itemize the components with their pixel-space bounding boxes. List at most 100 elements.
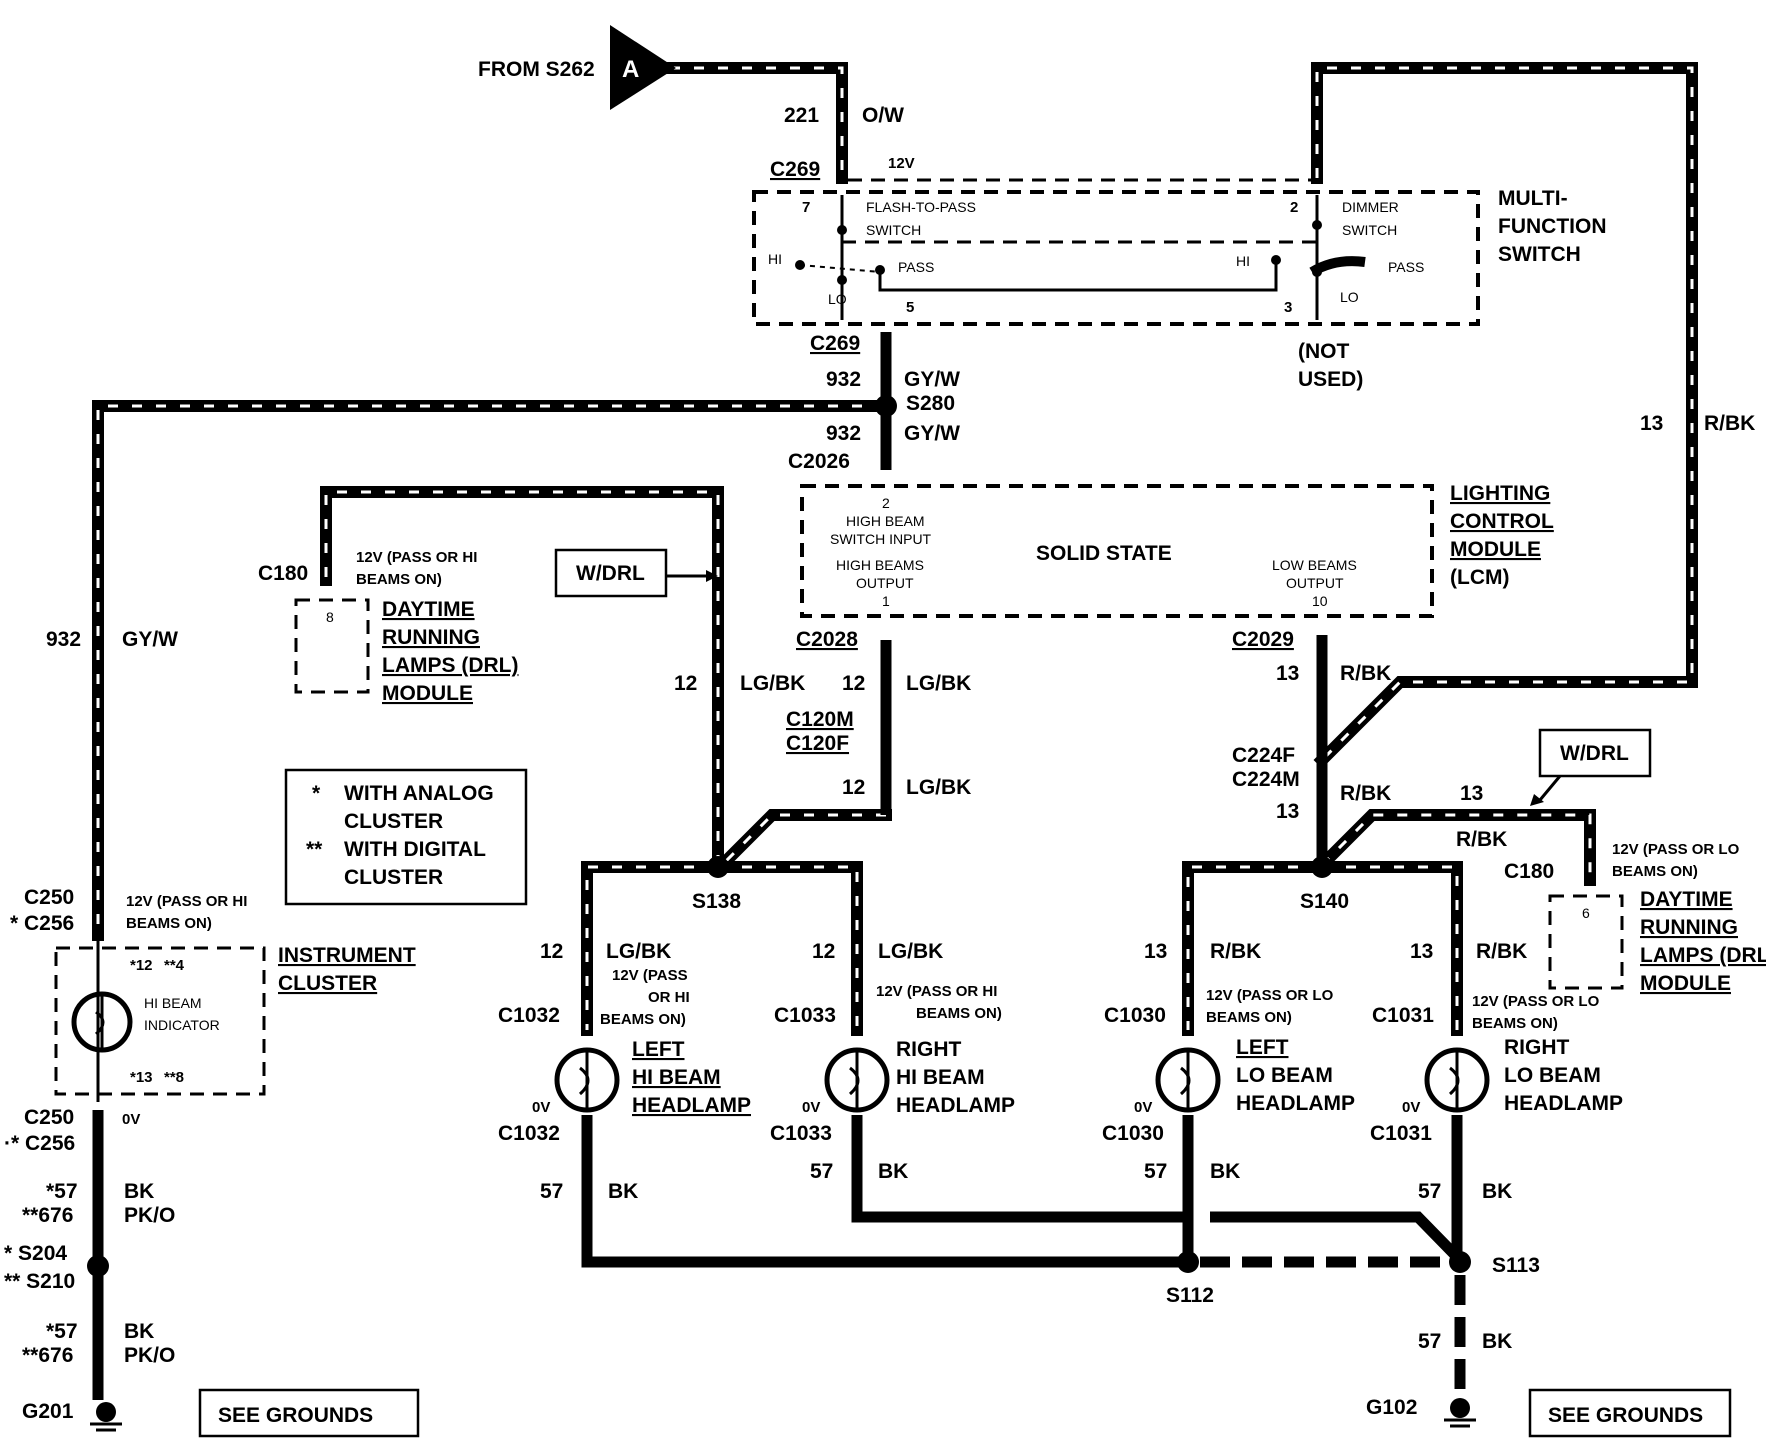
svg-text:DAYTIME: DAYTIME	[382, 598, 475, 621]
svg-text:WITH DIGITAL: WITH DIGITAL	[344, 838, 486, 861]
svg-text:HI BEAM: HI BEAM	[144, 995, 202, 1011]
svg-text:DIMMER: DIMMER	[1342, 199, 1399, 215]
svg-text:221: 221	[784, 104, 819, 127]
svg-text:2: 2	[1290, 199, 1298, 216]
svg-text:R/BK: R/BK	[1476, 940, 1527, 963]
see-grounds-right[interactable]	[1528, 1388, 1732, 1438]
svg-text:LG/BK: LG/BK	[740, 672, 805, 695]
svg-text:C120M: C120M	[786, 708, 854, 731]
svg-text:O/W: O/W	[862, 104, 904, 127]
svg-text:932: 932	[46, 628, 81, 651]
svg-text:BEAMS ON): BEAMS ON)	[356, 571, 442, 588]
svg-text:W/DRL: W/DRL	[1560, 742, 1629, 765]
svg-text:**676: **676	[22, 1204, 73, 1227]
svg-text:MODULE: MODULE	[382, 682, 473, 705]
svg-text:*: *	[312, 782, 321, 805]
ground-g201-icon	[90, 1402, 122, 1432]
svg-text:10: 10	[1312, 593, 1328, 609]
legend-box: * WITH ANALOG CLUSTER ** WITH DIGITAL CL…	[284, 768, 528, 906]
svg-text:12: 12	[812, 940, 835, 963]
svg-text:C224F: C224F	[1232, 744, 1295, 767]
svg-text:RIGHT: RIGHT	[1504, 1036, 1570, 1059]
svg-text:MODULE: MODULE	[1450, 538, 1541, 561]
svg-text:HEADLAMP: HEADLAMP	[896, 1094, 1015, 1117]
splice-s113	[1449, 1251, 1471, 1273]
svg-text:**8: **8	[164, 1069, 184, 1086]
svg-text:HI BEAM: HI BEAM	[896, 1066, 985, 1089]
svg-text:BK: BK	[878, 1160, 908, 1183]
svg-text:R/BK: R/BK	[1340, 662, 1391, 685]
svg-text:C1032: C1032	[498, 1004, 560, 1027]
svg-text:**: **	[306, 838, 323, 861]
svg-text:SOLID STATE: SOLID STATE	[1036, 542, 1172, 565]
svg-text:PK/O: PK/O	[124, 1204, 175, 1227]
svg-text:13: 13	[1410, 940, 1433, 963]
see-grounds-left[interactable]	[198, 1388, 420, 1438]
svg-text:HI: HI	[768, 251, 782, 267]
svg-text:S140: S140	[1300, 890, 1349, 913]
svg-text:PK/O: PK/O	[124, 1344, 175, 1367]
svg-text:BEAMS ON): BEAMS ON)	[600, 1011, 686, 1028]
svg-text:PASS: PASS	[1388, 259, 1424, 275]
svg-text:HI: HI	[1236, 253, 1250, 269]
ground-g102-icon	[1444, 1398, 1476, 1428]
svg-text:C120F: C120F	[786, 732, 849, 755]
svg-text:57: 57	[1418, 1180, 1441, 1203]
svg-text:C224M: C224M	[1232, 768, 1300, 791]
svg-text:0V: 0V	[802, 1099, 820, 1116]
svg-text:BK: BK	[1482, 1330, 1512, 1353]
instrument-cluster: C250 * C256 12V (PASS OR HI BEAMS ON) *1…	[4, 886, 416, 1155]
svg-text:BK: BK	[608, 1180, 638, 1203]
splice-s138	[707, 856, 729, 878]
svg-text:12: 12	[674, 672, 697, 695]
svg-text:13: 13	[1276, 662, 1299, 685]
drl-module-right: 6 C180 12V (PASS OR LO BEAMS ON) DAYTIME…	[1504, 841, 1766, 995]
svg-text:C269: C269	[770, 158, 820, 181]
svg-text:MODULE: MODULE	[1640, 972, 1731, 995]
svg-text:LG/BK: LG/BK	[906, 672, 971, 695]
drl-module-left: 8 C180 12V (PASS OR HI BEAMS ON) DAYTIME…	[258, 549, 518, 705]
svg-text:PASS: PASS	[898, 259, 934, 275]
svg-text:SEE GROUNDS: SEE GROUNDS	[1548, 1404, 1703, 1427]
svg-text:12: 12	[540, 940, 563, 963]
svg-text:C1033: C1033	[774, 1004, 836, 1027]
svg-text:LOW BEAMS: LOW BEAMS	[1272, 557, 1357, 573]
svg-text:RUNNING: RUNNING	[1640, 916, 1738, 939]
svg-text:6: 6	[1582, 905, 1590, 921]
svg-text:* S204: * S204	[4, 1242, 67, 1265]
svg-text:G102: G102	[1366, 1396, 1417, 1419]
svg-text:BK: BK	[124, 1320, 154, 1343]
svg-text:13: 13	[1640, 412, 1663, 435]
splice-s112	[1177, 1251, 1199, 1273]
svg-text:R/BK: R/BK	[1456, 828, 1507, 851]
wdrl-box-left	[554, 548, 668, 598]
svg-text:13: 13	[1460, 782, 1483, 805]
wire-12-lgbk-s138	[713, 809, 892, 874]
svg-text:1: 1	[882, 593, 890, 609]
svg-text:BEAMS ON): BEAMS ON)	[1472, 1015, 1558, 1032]
svg-text:C250: C250	[24, 886, 74, 909]
svg-text:C1033: C1033	[770, 1122, 832, 1145]
svg-text:OUTPUT: OUTPUT	[856, 575, 914, 591]
wire-932-gyw	[92, 400, 892, 941]
svg-text:HI BEAM: HI BEAM	[632, 1066, 721, 1089]
svg-text:SEE GROUNDS: SEE GROUNDS	[218, 1404, 373, 1427]
svg-text:C2028: C2028	[796, 628, 858, 651]
svg-text:C1030: C1030	[1104, 1004, 1166, 1027]
svg-text:BEAMS ON): BEAMS ON)	[916, 1005, 1002, 1022]
right-lo-beam-headlamp: 13 R/BK 12V (PASS OR LO BEAMS ON) C1031 …	[1370, 940, 1623, 1203]
wire-12-lgbk-left-hi	[581, 861, 724, 1036]
svg-text:WITH ANALOG: WITH ANALOG	[344, 782, 494, 805]
svg-text:RUNNING: RUNNING	[382, 626, 480, 649]
svg-text:GY/W: GY/W	[904, 422, 960, 445]
svg-text:LG/BK: LG/BK	[906, 776, 971, 799]
svg-text:BK: BK	[1482, 1180, 1512, 1203]
svg-text:FLASH-TO-PASS: FLASH-TO-PASS	[866, 199, 976, 215]
connector-a-triangle	[610, 25, 676, 110]
splice-s140	[1311, 856, 1333, 878]
svg-text:13: 13	[1276, 800, 1299, 823]
svg-text:12V (PASS OR LO: 12V (PASS OR LO	[1472, 993, 1600, 1010]
svg-text:MULTI-: MULTI-	[1498, 187, 1568, 210]
svg-text:C269: C269	[810, 332, 860, 355]
lighting-control-module: 2 HIGH BEAM SWITCH INPUT HIGH BEAMS OUTP…	[800, 482, 1554, 618]
